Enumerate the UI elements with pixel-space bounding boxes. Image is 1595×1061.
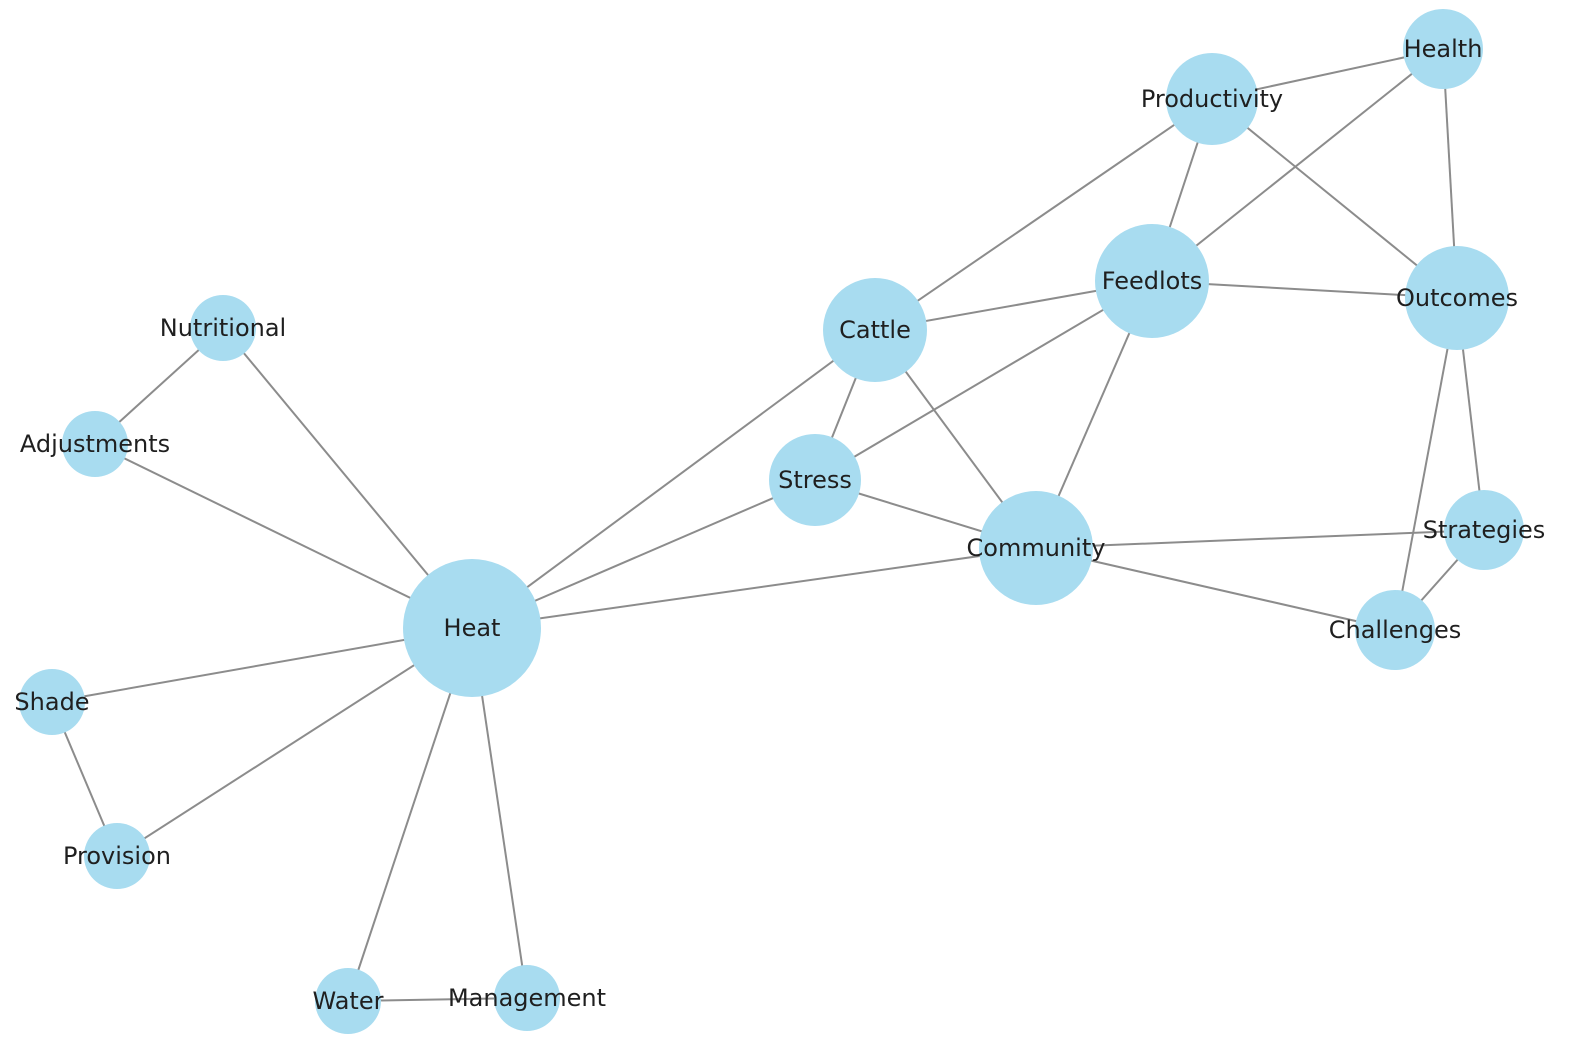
- node-productivity: Productivity: [1141, 53, 1283, 145]
- node-label-water: Water: [313, 987, 384, 1015]
- edge-heat-community: [471, 547, 1037, 629]
- node-label-management: Management: [448, 984, 606, 1012]
- node-circle-nutritional: [190, 295, 256, 361]
- node-label-adjustments: Adjustments: [20, 430, 170, 458]
- node-stress: Stress: [769, 434, 861, 526]
- edge-heat-provision: [116, 627, 473, 857]
- edge-heat-shade: [51, 627, 473, 703]
- edges-layer: [51, 48, 1485, 1002]
- node-label-challenges: Challenges: [1329, 616, 1462, 644]
- edge-heat-adjustments: [94, 443, 473, 629]
- edge-community-challenges: [1035, 547, 1396, 631]
- node-circle-strategies: [1444, 490, 1524, 570]
- edge-community-strategies: [1035, 529, 1485, 549]
- node-circle-health: [1403, 9, 1483, 89]
- edge-stress-feedlots: [814, 280, 1153, 481]
- node-circle-cattle: [823, 278, 927, 382]
- edge-heat-cattle: [471, 329, 876, 629]
- node-outcomes: Outcomes: [1396, 246, 1518, 350]
- node-challenges: Challenges: [1329, 590, 1462, 670]
- node-label-heat: Heat: [444, 614, 501, 642]
- node-circle-adjustments: [62, 411, 128, 477]
- node-feedlots: Feedlots: [1095, 224, 1209, 338]
- edge-feedlots-health: [1151, 48, 1444, 282]
- node-circle-stress: [769, 434, 861, 526]
- node-label-community: Community: [967, 534, 1106, 562]
- node-circle-heat: [403, 559, 541, 697]
- edge-productivity-outcomes: [1211, 98, 1458, 299]
- node-label-cattle: Cattle: [839, 316, 911, 344]
- node-cattle: Cattle: [823, 278, 927, 382]
- node-label-health: Health: [1404, 35, 1483, 63]
- node-nutritional: Nutritional: [160, 295, 286, 361]
- node-label-strategies: Strategies: [1423, 516, 1546, 544]
- node-label-feedlots: Feedlots: [1102, 267, 1203, 295]
- node-community: Community: [967, 491, 1106, 605]
- node-adjustments: Adjustments: [20, 411, 170, 477]
- node-shade: Shade: [14, 669, 90, 735]
- node-label-nutritional: Nutritional: [160, 314, 286, 342]
- node-circle-challenges: [1355, 590, 1435, 670]
- node-provision: Provision: [63, 823, 171, 889]
- node-circle-shade: [19, 669, 85, 735]
- node-label-productivity: Productivity: [1141, 85, 1283, 113]
- node-circle-productivity: [1166, 53, 1258, 145]
- node-circle-provision: [84, 823, 150, 889]
- node-water: Water: [313, 968, 384, 1034]
- node-strategies: Strategies: [1423, 490, 1546, 570]
- node-circle-feedlots: [1095, 224, 1209, 338]
- edge-outcomes-challenges: [1394, 297, 1458, 631]
- node-label-shade: Shade: [14, 688, 89, 716]
- node-label-outcomes: Outcomes: [1396, 284, 1518, 312]
- node-circle-community: [979, 491, 1093, 605]
- node-health: Health: [1403, 9, 1483, 89]
- node-label-provision: Provision: [63, 842, 171, 870]
- edge-cattle-productivity: [874, 98, 1213, 331]
- node-heat: Heat: [403, 559, 541, 697]
- node-label-stress: Stress: [778, 466, 852, 494]
- node-management: Management: [448, 965, 606, 1031]
- node-circle-management: [494, 965, 560, 1031]
- node-circle-water: [315, 968, 381, 1034]
- node-circle-outcomes: [1405, 246, 1509, 350]
